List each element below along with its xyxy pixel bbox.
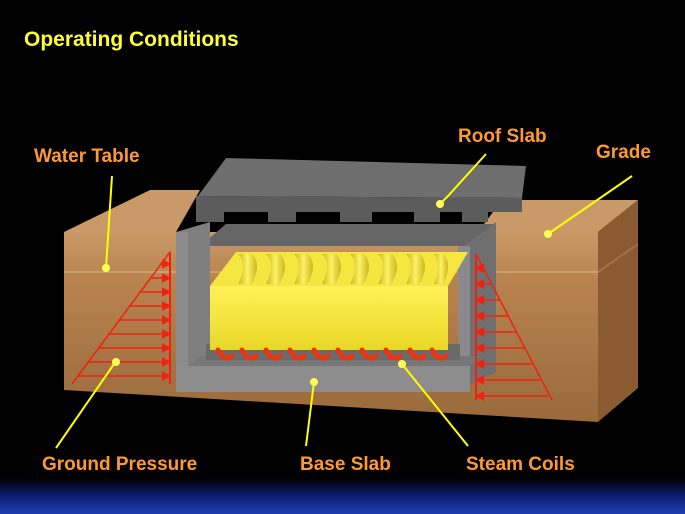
leader-grade [547, 175, 633, 235]
leader-base-slab [305, 381, 315, 447]
steam-coil [215, 347, 235, 361]
leader-dot [102, 264, 110, 272]
leader-ground-pressure [55, 363, 115, 449]
ground-pressure-left [71, 251, 172, 385]
steam-coil [359, 347, 379, 361]
label-water-table: Water Table [34, 146, 140, 167]
label-roof-slab: Roof Slab [458, 126, 547, 147]
steam-coil [429, 347, 449, 361]
steam-coil [311, 347, 331, 361]
steam-coil [287, 347, 307, 361]
leader-dot [436, 200, 444, 208]
label-base-slab: Base Slab [300, 454, 391, 475]
steam-coil [407, 347, 427, 361]
steam-coil [383, 347, 403, 361]
steam-coil [239, 347, 259, 361]
leader-steam-coils [401, 363, 469, 447]
slide-title: Operating Conditions [24, 28, 239, 51]
leader-dots [102, 200, 552, 386]
footer-band [0, 478, 685, 514]
steam-coil [335, 347, 355, 361]
steam-coil [263, 347, 283, 361]
ground-pressure-right [474, 253, 553, 401]
label-ground-pressure: Ground Pressure [42, 454, 198, 475]
steam-coils [215, 347, 449, 361]
label-steam-coils: Steam Coils [466, 454, 575, 475]
leader-water-table [105, 175, 113, 269]
label-grade: Grade [596, 142, 651, 163]
leader-dot [310, 378, 318, 386]
leader-dot [398, 360, 406, 368]
stored-product [210, 252, 468, 350]
leader-dot [544, 230, 552, 238]
leader-dot [112, 358, 120, 366]
